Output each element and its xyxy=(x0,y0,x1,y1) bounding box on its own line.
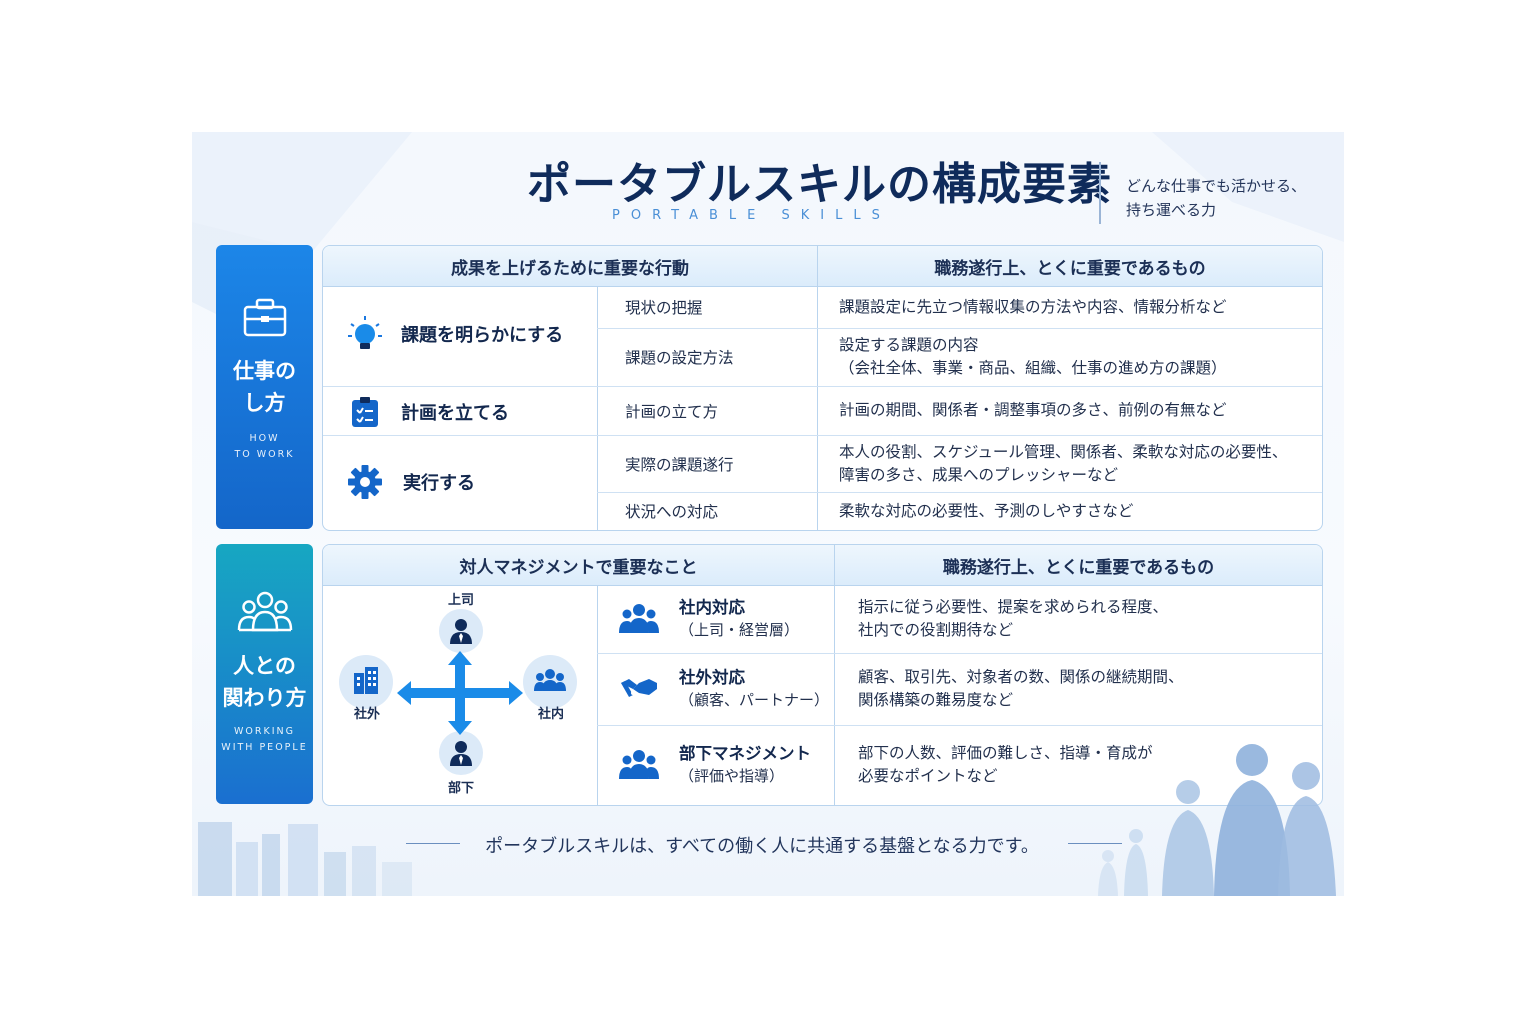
action-plan: 計画を立てる xyxy=(401,403,509,424)
gear-icon xyxy=(348,465,382,499)
city-skyline xyxy=(198,822,412,896)
lightbulb-icon xyxy=(348,316,382,349)
briefcase-icon xyxy=(243,298,286,337)
work-detail-row3: 計画の期間、関係者・調整事項の多さ、前例の有無など xyxy=(839,401,1227,419)
footer-line-right xyxy=(1068,843,1122,844)
people-detail-row2: 顧客、取引先、対象者の数、関係の継続期間、関係構築の難易度など xyxy=(858,668,1184,709)
handshake-icon xyxy=(621,679,657,700)
boss-icon xyxy=(450,619,472,644)
page-title: ポータブルスキルの構成要素 xyxy=(527,159,1112,210)
people-row1-label: 社内対応（上司・経営層） xyxy=(679,598,800,639)
checklist-icon xyxy=(352,397,378,427)
page-subtitle-en: PORTABLE SKILLS xyxy=(612,208,891,223)
group-icon xyxy=(619,750,659,779)
footer-line-left xyxy=(406,843,460,844)
work-item-row2: 課題の設定方法 xyxy=(625,349,734,367)
infographic-card: ポータブルスキルの構成要素 PORTABLE SKILLS どんな仕事でも活かせ… xyxy=(192,132,1344,896)
colleagues-icon xyxy=(534,669,566,691)
work-item-row4: 実際の課題遂行 xyxy=(625,455,734,474)
people-col1-header: 対人マネジメントで重要なこと xyxy=(323,545,834,586)
people-col2-header: 職務遂行上、とくに重要であるもの xyxy=(835,545,1322,586)
work-item-row5: 状況への対応 xyxy=(625,503,719,521)
work-item-row3: 計画の立て方 xyxy=(625,402,719,421)
tagline: どんな仕事でも活かせる、 持ち運べる力 xyxy=(1126,177,1307,219)
work-col1-header: 成果を上げるために重要な行動 xyxy=(323,246,817,287)
building-icon xyxy=(354,667,378,694)
people-icon xyxy=(237,591,292,632)
work-detail-row2: 設定する課題の内容（会社全体、事業・商品、組織、仕事の進め方の課題） xyxy=(839,336,1227,377)
footer-message: ポータブルスキルは、すべての働く人に共通する基盤となる力です。 xyxy=(485,836,1039,857)
subordinate-icon xyxy=(450,741,472,766)
work-col2-header: 職務遂行上、とくに重要であるもの xyxy=(818,246,1322,287)
action-execute: 実行する xyxy=(403,473,475,494)
team-icon xyxy=(619,604,659,633)
work-table: 成果を上げるために重要な行動 職務遂行上、とくに重要であるもの 課題を明らかにす… xyxy=(322,245,1323,531)
section-label-people: 人との 関わり方 WORKING WITH PEOPLE xyxy=(216,544,313,804)
people-row3-label: 部下マネジメント（評価や指導） xyxy=(679,744,811,785)
diagram-left-label: 社外 xyxy=(353,707,380,722)
people-table: 対人マネジメントで重要なこと 職務遂行上、とくに重要であるもの 上司 部下 xyxy=(322,544,1323,806)
diagram-right-label: 社内 xyxy=(537,707,564,722)
title-divider xyxy=(1099,162,1101,224)
work-detail-row1: 課題設定に先立つ情報収集の方法や内容、情報分析など xyxy=(839,297,1227,316)
people-row2-label: 社外対応（顧客、パートナー） xyxy=(679,668,830,709)
section-label-work: 仕事の し方 HOW TO WORK xyxy=(216,245,313,529)
work-detail-row4: 本人の役割、スケジュール管理、関係者、柔軟な対応の必要性、障害の多さ、成果へのプ… xyxy=(839,442,1288,484)
diagram-top-label: 上司 xyxy=(447,593,474,608)
cross-arrows xyxy=(397,651,523,735)
work-item-row1: 現状の把握 xyxy=(625,299,703,317)
people-detail-row3: 部下の人数、評価の難しさ、指導・育成が必要なポイントなど xyxy=(858,744,1153,785)
work-detail-row5: 柔軟な対応の必要性、予測のしやすさなど xyxy=(839,501,1134,520)
diagram-bottom-label: 部下 xyxy=(447,781,474,796)
business-people-silhouette xyxy=(1098,744,1336,896)
action-clarify: 課題を明らかにする xyxy=(401,325,564,346)
people-detail-row1: 指示に従う必要性、提案を求められる程度、社内での役割期待など xyxy=(858,598,1169,639)
